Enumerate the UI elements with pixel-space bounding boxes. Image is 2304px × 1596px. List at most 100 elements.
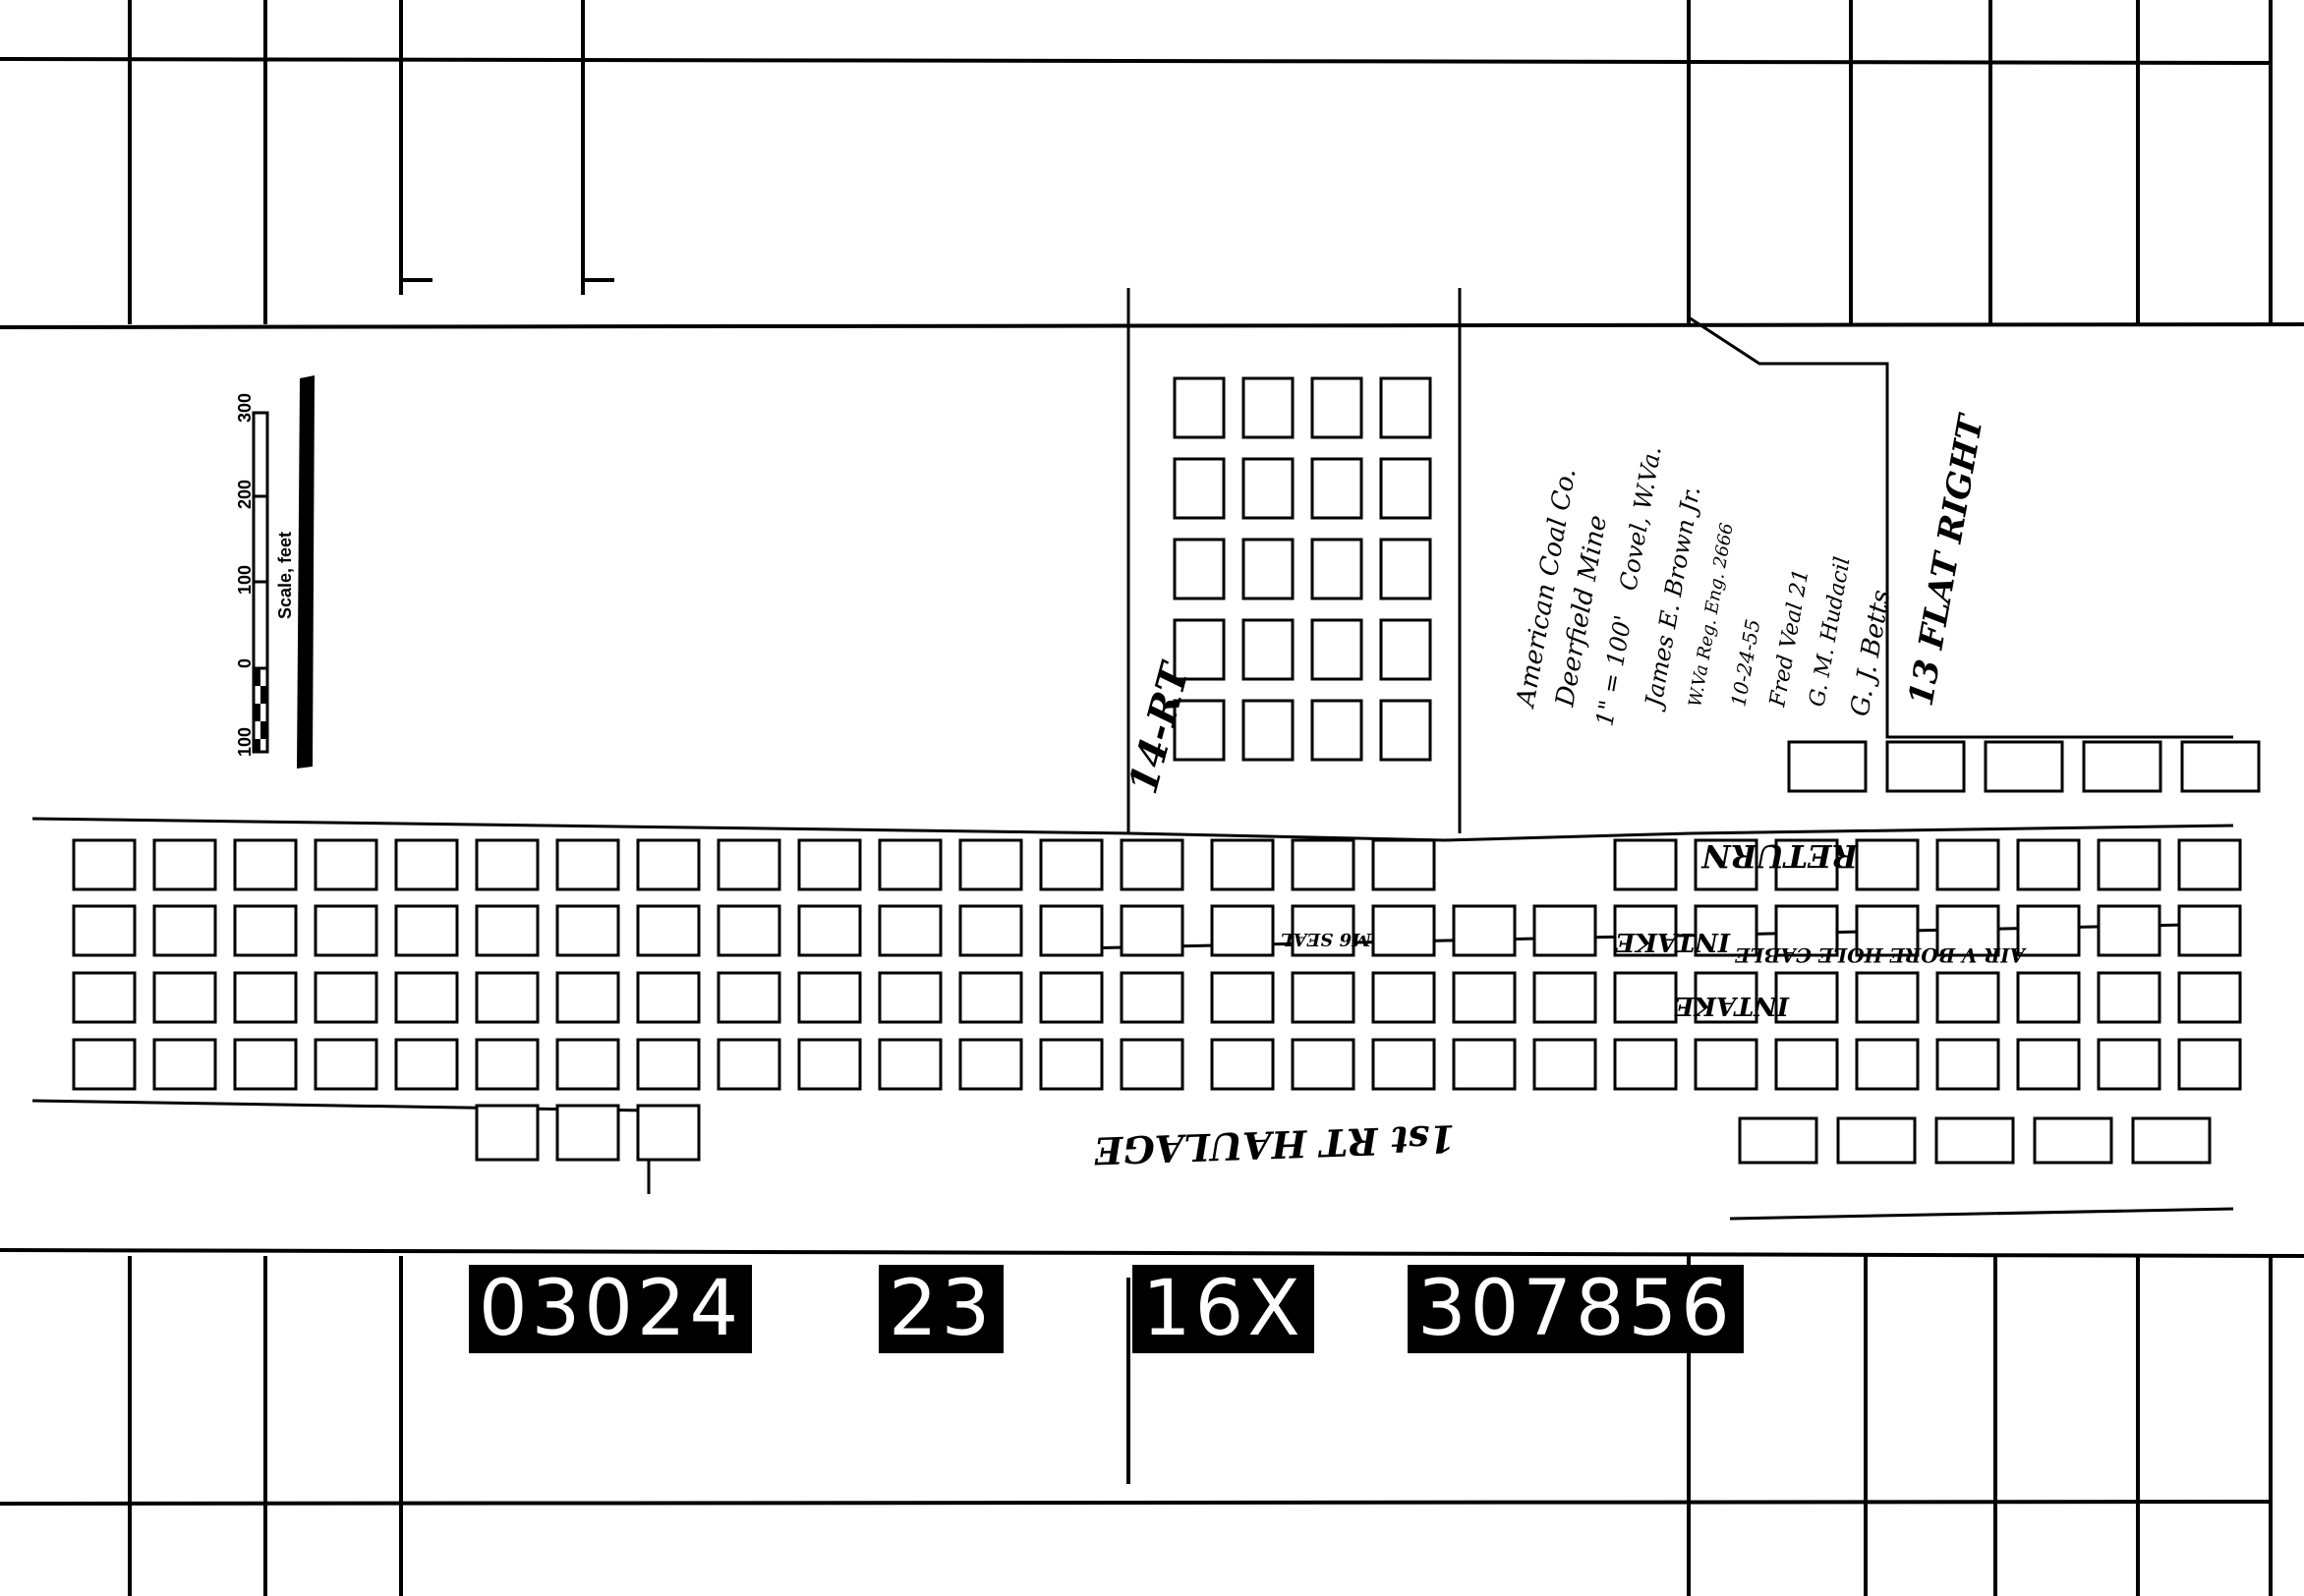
section-label-13-flat-right: 13 FLAT RIGHT [1901, 410, 1991, 710]
pillar [314, 971, 378, 1024]
pillar [1310, 699, 1363, 762]
pillar [717, 838, 781, 891]
pillar [2097, 1038, 2161, 1091]
pillar [394, 904, 459, 957]
pillar [1694, 1038, 1758, 1091]
pillar [2097, 971, 2161, 1024]
pillar [1291, 1038, 1355, 1091]
pillar [1774, 1038, 1839, 1091]
pillar [1210, 838, 1275, 891]
pillar [1984, 740, 2064, 793]
pillar [2177, 1038, 2242, 1091]
pillar [1120, 1038, 1184, 1091]
pillar [878, 904, 943, 957]
pillar [636, 904, 701, 957]
pillar [1694, 838, 1758, 891]
pillar [1291, 838, 1355, 891]
scale-bar: 100 0 100 200 300 Scale, feet [235, 375, 315, 769]
pillar [717, 971, 781, 1024]
pillar [1379, 376, 1432, 439]
pillar-grid [72, 376, 2261, 1165]
pillar [717, 904, 781, 957]
pillar [2016, 1038, 2081, 1091]
pillar [1173, 699, 1226, 762]
pillar [1836, 1116, 1917, 1165]
pillar [233, 1038, 298, 1091]
pillar [1039, 971, 1104, 1024]
scale-tick-label: 100 [235, 565, 255, 595]
pillar [1935, 971, 2000, 1024]
pillar [152, 971, 217, 1024]
pillar [1532, 1038, 1597, 1091]
pillar [958, 904, 1023, 957]
pillar [878, 1038, 943, 1091]
pillar [1532, 971, 1597, 1024]
pillar [1694, 971, 1758, 1024]
signature: G. J. Betts [1845, 588, 1896, 718]
pillar [1173, 618, 1226, 681]
pillar [797, 1038, 862, 1091]
film-tag: 307856 [1408, 1265, 1744, 1353]
pillar [1210, 1038, 1275, 1091]
pillar [1173, 457, 1226, 520]
pillar [1613, 1038, 1678, 1091]
pillar [2177, 971, 2242, 1024]
pillar [394, 1038, 459, 1091]
pillar [233, 971, 298, 1024]
pillar [394, 838, 459, 891]
pillar [475, 1104, 540, 1162]
pillar [2177, 904, 2242, 957]
pillar [152, 904, 217, 957]
pillar [636, 838, 701, 891]
pillar [1310, 376, 1363, 439]
return-label: RETURN [1700, 837, 1859, 875]
pillar [475, 904, 540, 957]
pillar [1241, 376, 1295, 439]
pillar [2097, 838, 2161, 891]
pillar [72, 904, 137, 957]
pillar [1452, 904, 1517, 957]
pillar [2097, 904, 2161, 957]
pillar [475, 971, 540, 1024]
pillar [1379, 538, 1432, 600]
pillar [1613, 838, 1678, 891]
pillar [555, 1104, 620, 1162]
pillar [1241, 618, 1295, 681]
pillar [1039, 1038, 1104, 1091]
pillar [797, 971, 862, 1024]
pillar [555, 1038, 620, 1091]
pillar [1855, 971, 1920, 1024]
pillar [636, 1038, 701, 1091]
pillar [1371, 971, 1436, 1024]
scale-tick-label: 200 [235, 480, 255, 509]
scale-tick-label: 100 [235, 727, 255, 757]
title-block: American Coal Co. Deerfield Mine 1" = 10… [1511, 444, 1896, 728]
pillar [1291, 971, 1355, 1024]
pillar [314, 838, 378, 891]
pillar [1210, 904, 1275, 957]
seal-label: M6 SEAL [1281, 929, 1372, 949]
pillar [394, 971, 459, 1024]
location: Covel, W.Va. [1614, 444, 1666, 593]
pillar [72, 838, 137, 891]
pillar [1241, 699, 1295, 762]
pillar [314, 1038, 378, 1091]
pillar [958, 1038, 1023, 1091]
film-tag: 16X [1132, 1265, 1314, 1353]
pillar [878, 838, 943, 891]
scale-tick-label: 0 [235, 658, 255, 668]
intake-label: INTAKE [1614, 927, 1731, 956]
film-tag: 23 [879, 1265, 1005, 1353]
haulage-label: 1st RT HAULAGE [1093, 1116, 1457, 1173]
pillar [2016, 838, 2081, 891]
pillar [797, 838, 862, 891]
signature: Fred Veal 21 [1765, 567, 1814, 710]
pillar [233, 838, 298, 891]
pillar [1774, 838, 1839, 891]
pillar [797, 904, 862, 957]
pillar [2177, 838, 2242, 891]
pillar [1738, 1116, 1818, 1165]
pillar [636, 971, 701, 1024]
